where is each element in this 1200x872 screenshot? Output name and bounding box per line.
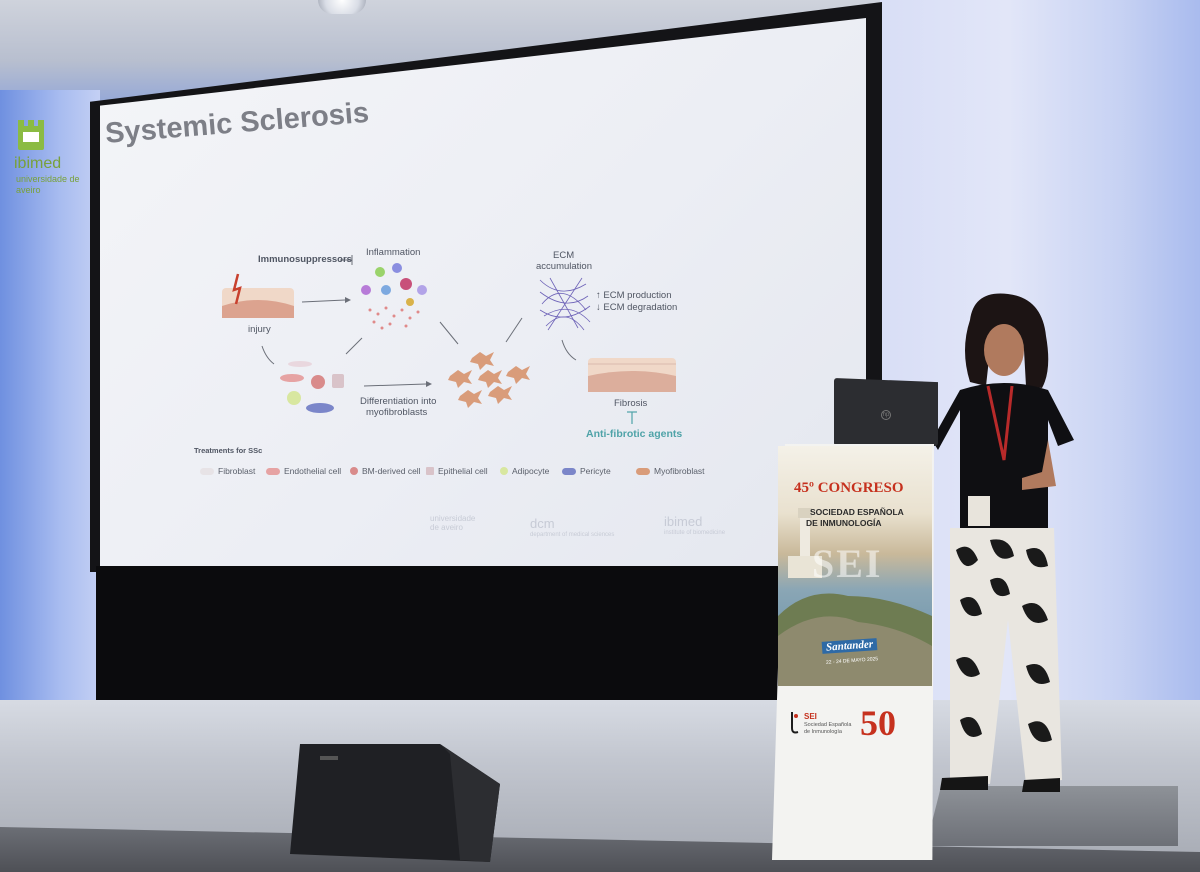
speaker-person (932, 293, 1074, 792)
ecm-label-line1: ECM (553, 250, 575, 261)
legend-item-endothelial: Endothelial cell (266, 466, 341, 476)
legend-item-bm-derived: BM-derived cell (350, 466, 421, 476)
ceiling-spotlight (318, 0, 366, 14)
sei-logo-icon (791, 712, 799, 734)
footer-dcm-subtitle: department of medical sciences (530, 532, 615, 538)
legend-item-myofibroblast: Myofibroblast (636, 466, 705, 476)
legend-swatch (200, 467, 214, 475)
footer-ibimed-subtitle: institute of biomedicine (664, 530, 726, 536)
legend-item-adipocyte: Adipocyte (500, 466, 549, 476)
injury-skin-icon (222, 273, 294, 318)
precursor-cells-icon (280, 361, 344, 413)
ecm-degradation-label: ↓ ECM degradation (596, 302, 678, 313)
immunosuppressors-label: Immunosuppressors (258, 254, 352, 265)
ecm-production-label: ↑ ECM production (596, 290, 672, 301)
ecm-label-line2: accumulation (536, 261, 592, 272)
anti-fibrotic-label: Anti-fibrotic agents (586, 428, 683, 440)
legend-swatch (562, 467, 576, 475)
legend-item-fibroblast: Fibroblast (200, 466, 255, 476)
sei-logo-text: SEI (804, 712, 817, 721)
legend-swatch (266, 467, 280, 475)
sei-logo-subtitle: Sociedad Española de Inmunología (804, 722, 852, 735)
laptop-logo-icon: hp (881, 410, 891, 420)
podium-congress-title: 45º CONGRESO (794, 480, 904, 496)
differentiation-label-line2: myofibroblasts (366, 407, 428, 418)
inflammation-label: Inflammation (366, 247, 421, 258)
myofibroblasts-icon (448, 352, 530, 408)
footer-dcm-logo: dcm (530, 516, 555, 531)
ibimed-logo-text: ibimed (14, 155, 62, 172)
inflammation-cells-icon (361, 263, 427, 330)
stage-riser (926, 786, 1178, 846)
legend-swatch (500, 467, 508, 475)
legend-item-pericyte: Pericyte (562, 466, 611, 476)
fifty-anniversary-logo: 50 (860, 703, 896, 743)
fibrosis-skin-icon (588, 358, 676, 392)
left-wall-blue-light (0, 90, 100, 710)
footer-ibimed-logo: ibimed (664, 514, 703, 529)
legend-swatch (636, 467, 650, 475)
injury-label: injury (248, 324, 271, 335)
treatments-label: Treatments for SSc (194, 446, 263, 455)
fibrosis-label: Fibrosis (614, 398, 648, 409)
ibimed-logo-subtitle: universidade de aveiro (16, 174, 80, 195)
podium-society-line1: SOCIEDAD ESPAÑOLA (810, 507, 904, 517)
differentiation-label-line1: Differentiation into (360, 396, 437, 407)
legend-swatch (350, 467, 358, 475)
legend-swatch (426, 467, 434, 475)
legend-item-epithelial: Epithelial cell (426, 466, 488, 476)
cell-type-legend: Fibroblast Endothelial cell BM-derived c… (100, 446, 740, 476)
stage-monitor-speaker-icon (290, 744, 500, 862)
ssc-pathway-diagram (222, 255, 676, 424)
podium-society-line2: DE INMUNOLOGÍA (806, 518, 882, 528)
ibimed-logo-icon (18, 120, 44, 150)
podium-sei-watermark: SEI (812, 541, 883, 586)
ecm-mesh-icon (539, 277, 591, 331)
